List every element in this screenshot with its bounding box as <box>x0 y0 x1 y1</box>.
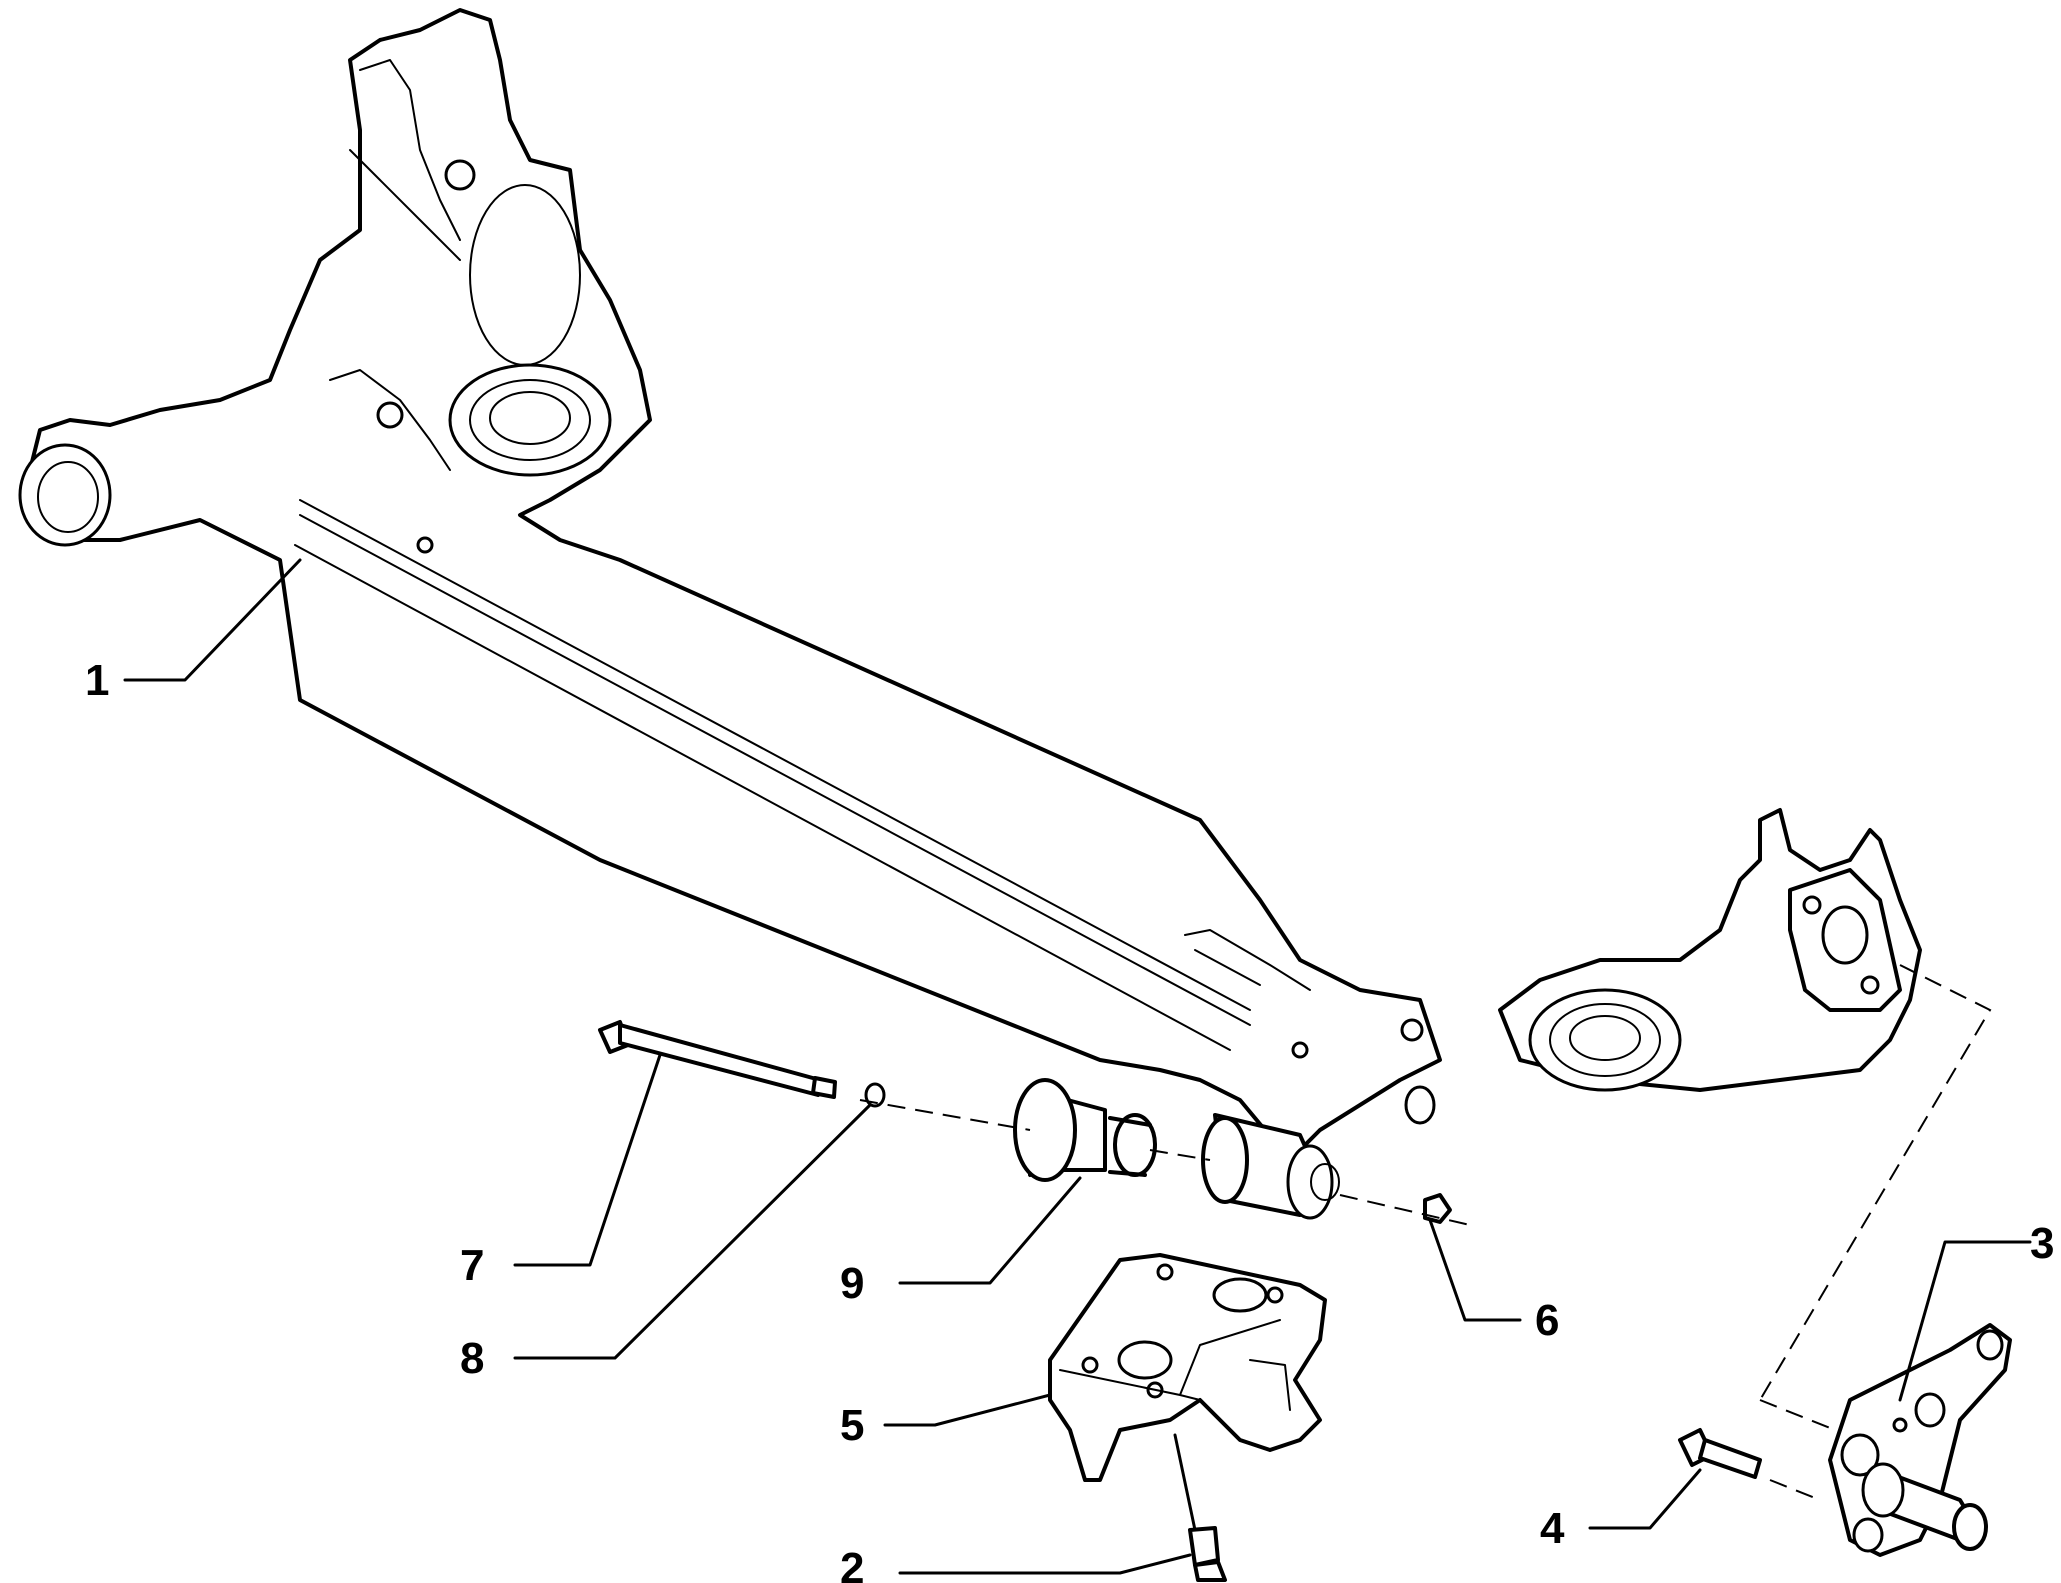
callout-5: 5 <box>840 1401 864 1450</box>
screw-part-2 <box>1188 1526 1227 1582</box>
washer-part-8 <box>864 1082 886 1108</box>
bushing-part-9 <box>1013 1078 1157 1182</box>
leader-9 <box>898 1176 1082 1285</box>
assembly-line-stub-bolt <box>1769 1479 1821 1501</box>
long-bolt-part-7 <box>598 1020 837 1099</box>
rear-axle-beam <box>18 8 1922 1162</box>
callout-6: 6 <box>1535 1296 1559 1345</box>
mounting-bracket-part-5 <box>1048 1253 1327 1482</box>
leader-7 <box>513 1053 662 1267</box>
stub-bolt-part-4 <box>1678 1428 1762 1479</box>
leader-2-bracket <box>1173 1433 1197 1532</box>
callout-2: 2 <box>840 1544 864 1583</box>
leader-3 <box>1898 1240 2032 1402</box>
stub-axle-part-3 <box>1828 1323 2012 1557</box>
callout-8: 8 <box>460 1334 484 1383</box>
callout-9: 9 <box>840 1259 864 1308</box>
assembly-line-bolt <box>859 1099 1211 1161</box>
callout-1: 1 <box>85 656 109 705</box>
leader-6 <box>1428 1218 1522 1322</box>
leader-4 <box>1588 1468 1702 1530</box>
callout-3: 3 <box>2030 1219 2054 1268</box>
leader-2 <box>898 1553 1192 1575</box>
callout-4: 4 <box>1540 1504 1565 1553</box>
installed-pivot-bushing <box>1201 1113 1340 1220</box>
leader-8 <box>513 1103 872 1360</box>
leader-5 <box>883 1393 1052 1427</box>
leader-1 <box>123 558 302 682</box>
callout-7: 7 <box>460 1241 484 1290</box>
assembly-line-nut <box>1339 1194 1471 1226</box>
